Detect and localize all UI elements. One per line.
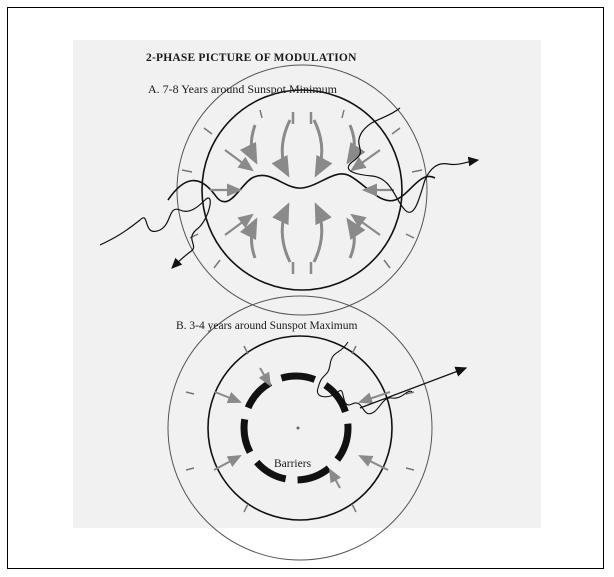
panel-b-particle-track	[317, 342, 412, 414]
panel-b-inner-circle	[208, 336, 392, 520]
figure-title: 2-PHASE PICTURE OF MODULATION	[146, 52, 357, 64]
panel-a-particle-track-right	[348, 108, 478, 212]
panel-a-pole-marks	[293, 112, 311, 274]
panel-b-radial-arrows	[214, 368, 390, 488]
panel-a-heliosphere	[100, 65, 478, 315]
panel-b-escape-arrow	[360, 368, 466, 408]
panel-b-outer-ticks	[186, 346, 414, 512]
panel-b-label: B. 3-4 years around Sunspot Maximum	[176, 320, 357, 332]
panel-b-heliosphere	[168, 296, 466, 560]
barriers-label: Barriers	[274, 458, 311, 470]
panel-a-label: A. 7-8 Years around Sunspot Minimum	[148, 82, 337, 97]
panel-a-particle-track-left	[100, 198, 210, 268]
panel-a-drift-arrows	[251, 120, 354, 262]
panel-b-center-dot	[297, 427, 300, 430]
